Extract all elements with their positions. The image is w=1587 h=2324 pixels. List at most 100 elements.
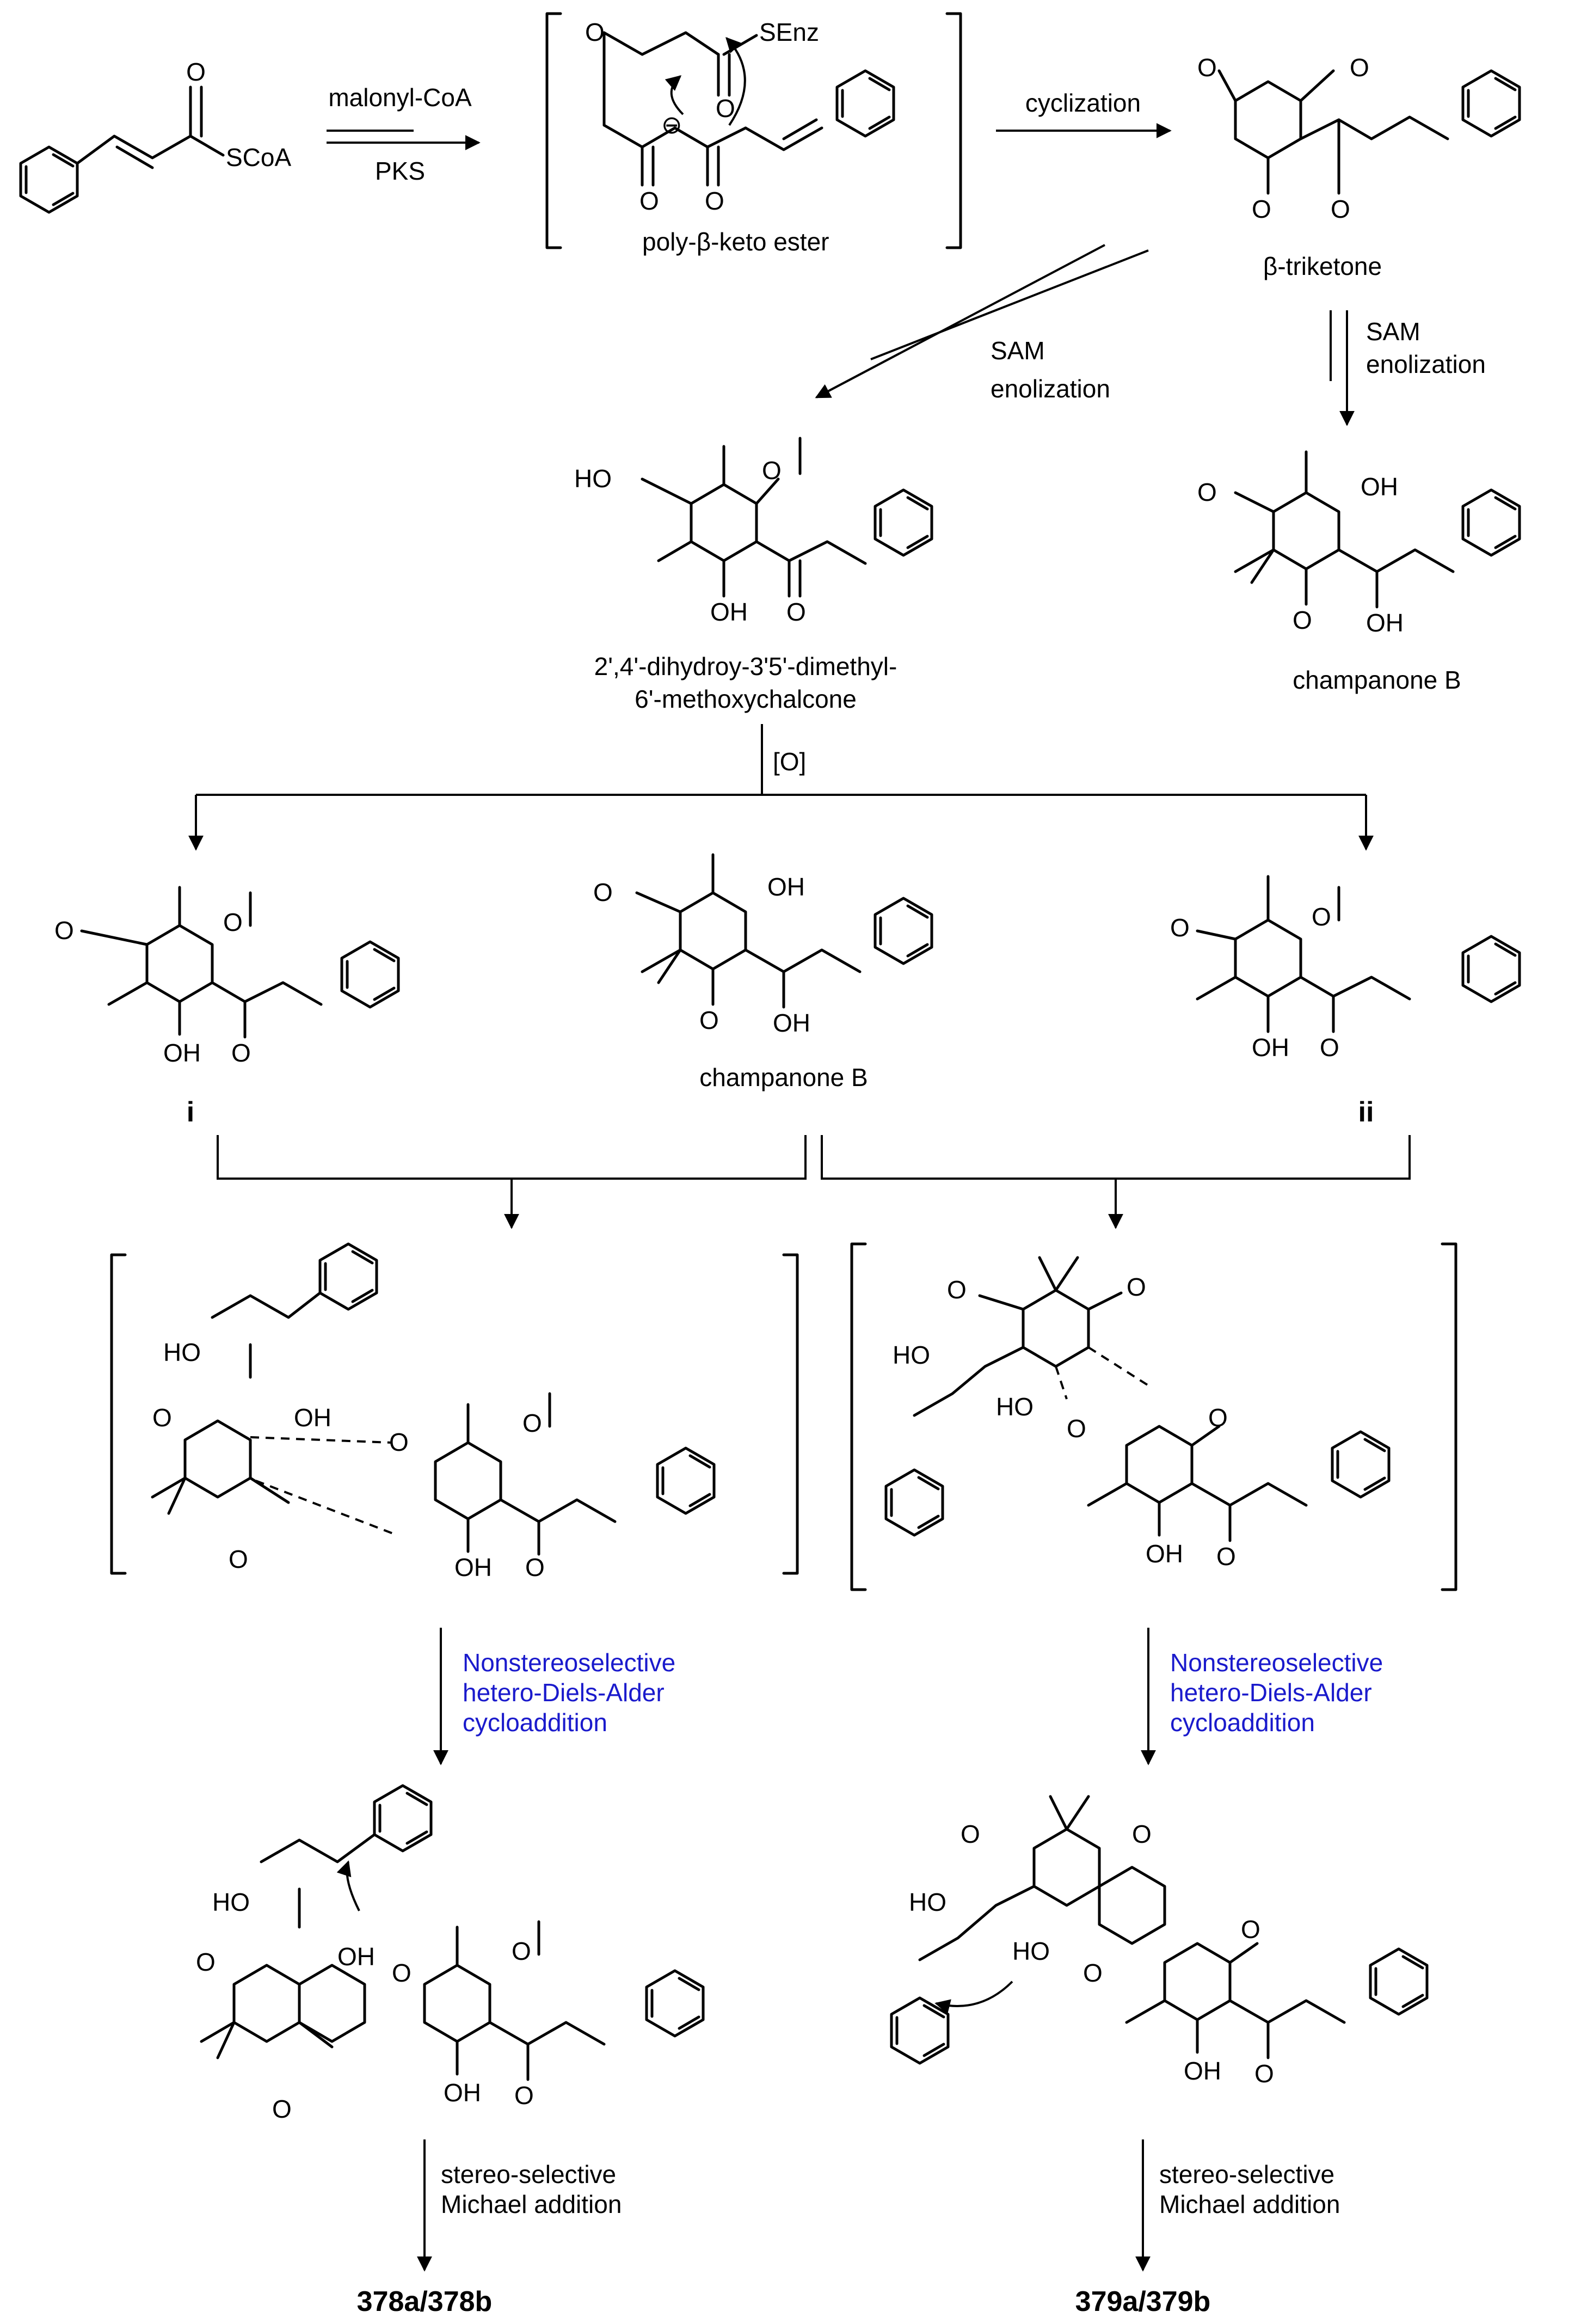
atom-o: O [1127, 1273, 1146, 1301]
atom-o: O [223, 908, 243, 936]
oh-label: OH [1184, 2057, 1221, 2085]
atom-o: O [961, 1820, 980, 1848]
oh-label: OH [767, 873, 805, 901]
atom-o: O [1170, 913, 1190, 942]
hda-label-line1: Nonstereoselective [1170, 1648, 1383, 1677]
sam-label: SAM [991, 336, 1045, 365]
oh-label: OH [773, 1009, 810, 1037]
oh-label: OH [1252, 1033, 1289, 1062]
ho-label: HO [163, 1338, 201, 1366]
ho-label: HO [574, 464, 612, 493]
atom-o: O [947, 1276, 967, 1304]
polyketo-ester-label: poly-β-keto ester [642, 228, 829, 256]
atom-o: O [525, 1553, 545, 1581]
atom-o: O [54, 916, 74, 945]
cycloadduct-left: HO O OH O O O OH O [196, 1786, 703, 2123]
champanone-b-label: champanone B [699, 1063, 868, 1092]
atom-o: O [196, 1948, 216, 1976]
ho-label: HO [212, 1888, 250, 1916]
atom-o: O [1216, 1542, 1236, 1571]
atom-o: O [1254, 2059, 1274, 2088]
atom-o: O [1312, 903, 1331, 931]
cycloadduct-right: O O HO HO O O OH O [891, 1795, 1427, 2088]
michael-label-line1: stereo-selective [441, 2160, 616, 2188]
atom-o: O [762, 456, 782, 485]
oh-label: OH [454, 1553, 492, 1581]
beta-triketone: O O O O β-triketone [1197, 53, 1520, 280]
ho-label: HO [1012, 1937, 1050, 1965]
michael-label-line2: Michael addition [1159, 2190, 1340, 2218]
enolization-label: enolization [1366, 350, 1486, 378]
intermediate-i-label: i [187, 1096, 194, 1128]
atom-o: O [392, 1959, 411, 1987]
malonyl-coa-label: malonyl-CoA [328, 83, 472, 112]
carbanion: ⊖ [661, 111, 682, 139]
atom-o: O [786, 598, 806, 626]
hda-arrows: Nonstereoselective hetero-Diels-Alder cy… [433, 1628, 1383, 1765]
oh-label: OH [1366, 609, 1404, 637]
sam-label: SAM [1366, 317, 1420, 346]
enolization-label: enolization [991, 375, 1110, 403]
intermediate-ii-label: ii [1358, 1096, 1374, 1128]
atom-o: O [593, 878, 613, 906]
atom-o: O [1083, 1959, 1103, 1987]
michael-label-line2: Michael addition [441, 2190, 622, 2218]
atom-o: O [186, 58, 206, 86]
ho-label: HO [893, 1341, 930, 1369]
atom-o: O [389, 1428, 409, 1456]
oxidation-split: [O] [188, 724, 1374, 851]
atom-o: O [705, 187, 724, 215]
pks-label: PKS [375, 157, 425, 185]
atom-o: O [1331, 195, 1350, 223]
hda-label-line3: cycloaddition [1170, 1708, 1315, 1737]
champanone-b-label: champanone B [1293, 666, 1461, 694]
cyclization-label: cyclization [1025, 89, 1141, 117]
transition-state-left: HO O OH O O O OH O [110, 1244, 799, 1581]
atom-o: O [522, 1409, 542, 1437]
combine-connectors [217, 1135, 1411, 1229]
atom-o: O [699, 1006, 719, 1034]
atom-o: O [512, 1937, 531, 1965]
oh-label: OH [1361, 473, 1398, 501]
atom-o: O [1350, 53, 1369, 82]
senz-label: SEnz [759, 18, 819, 46]
cinnamoyl-coa: O SCoA [21, 58, 291, 212]
products: 378a/378b 379a/379b [357, 2286, 1211, 2317]
intermediate-ii: O O OH O ii [1170, 875, 1520, 1128]
atom-o: O [1197, 53, 1217, 82]
oh-label: OH [337, 1942, 375, 1971]
hda-label-line3: cycloaddition [463, 1708, 607, 1737]
atom-o: O [1320, 1033, 1339, 1062]
atom-o: O [1293, 606, 1312, 634]
champanone-b-top: O OH O OH champanone B [1197, 450, 1520, 694]
oh-label: OH [1146, 1540, 1183, 1568]
pks-arrow: malonyl-CoA PKS [327, 83, 481, 185]
oh-label: OH [294, 1403, 331, 1432]
ho-label: HO [996, 1393, 1034, 1421]
oh-label: OH [444, 2078, 481, 2107]
atom-o: O [272, 2095, 292, 2123]
atom-o: O [152, 1403, 172, 1432]
oxidation-label: [O] [773, 747, 806, 776]
atom-o: O [231, 1039, 251, 1067]
hda-label-line1: Nonstereoselective [463, 1648, 675, 1677]
atom-o: O [1197, 478, 1217, 506]
atom-o: O [716, 94, 735, 122]
oh-label: OH [163, 1039, 201, 1067]
oh-label: OH [710, 598, 748, 626]
hda-label-line2: hetero-Diels-Alder [463, 1678, 665, 1707]
product-378-label: 378a/378b [357, 2286, 493, 2317]
polyketo-ester: O O SEnz O O ⊖ poly-β-keto ester [545, 12, 962, 256]
atom-o: O [639, 187, 659, 215]
chalcone: HO O OH O 2',4'-dihydroy-3'5'-dimethyl- … [574, 437, 932, 713]
intermediate-i: O O OH O i [54, 886, 398, 1128]
chalcone-label-2: 6'-methoxychalcone [635, 685, 857, 713]
atom-o: O [585, 18, 605, 46]
chalcone-label-1: 2',4'-dihydroy-3'5'-dimethyl- [594, 652, 897, 680]
atom-o: O [1067, 1414, 1086, 1443]
champanone-b-mid: O OH O OH champanone B [593, 853, 932, 1092]
scoa-label: SCoA [226, 143, 291, 171]
atom-o: O [1252, 195, 1271, 223]
enolization-arrows: SAM enolization SAM enolization [815, 244, 1486, 426]
